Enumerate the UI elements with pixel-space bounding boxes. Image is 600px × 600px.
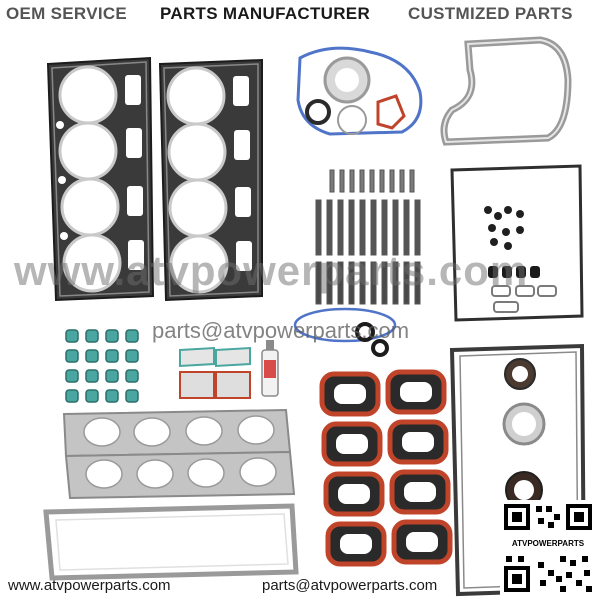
banner-oem-service: OEM SERVICE	[6, 4, 128, 23]
valley-cover-gasket	[43, 503, 299, 581]
blue-oring-seal	[293, 307, 397, 357]
footer-website[interactable]: www.atvpowerparts.com	[8, 577, 171, 594]
footer-email[interactable]: parts@atvpowerparts.com	[262, 577, 438, 594]
qr-label: ATVPOWERPARTS	[503, 539, 593, 549]
rear-cover-gasket	[440, 36, 572, 146]
timing-cover-seal	[296, 46, 423, 136]
head-gasket-left	[46, 56, 155, 302]
banner-parts-manufacturer: PARTS MANUFACTURER	[160, 4, 371, 23]
oil-pan-gasket-lower	[449, 343, 587, 597]
oil-pan-gasket-right	[450, 164, 584, 322]
small-gaskets	[179, 346, 251, 399]
valve-stem-seals	[65, 329, 139, 403]
intake-gasket-left	[319, 371, 387, 567]
exhaust-gasket-lower	[64, 450, 296, 500]
sealant-tube-icon	[261, 340, 279, 397]
watermark-site: www.atvpowerparts.com	[14, 247, 529, 294]
head-gasket-right	[158, 58, 263, 302]
intake-gasket-right	[385, 369, 453, 565]
header-banner: OEM SERVICE PARTS MANUFACTURER CUSTMIZED…	[0, 0, 600, 30]
banner-customized-parts: CUSTMIZED PARTS	[408, 4, 573, 23]
exhaust-gasket-upper	[62, 408, 292, 458]
head-bolts	[315, 169, 421, 305]
watermark-email: parts@atvpowerparts.com	[152, 318, 410, 343]
